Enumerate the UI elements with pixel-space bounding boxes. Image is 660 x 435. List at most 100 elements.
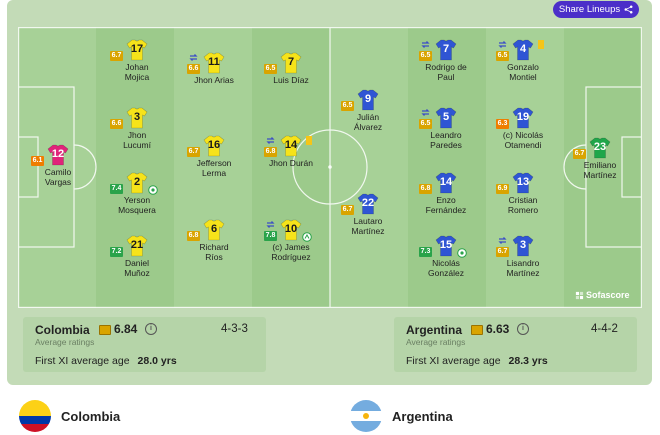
player-name-line: Ríos [205,251,223,262]
shirt-number: 9 [364,93,372,105]
substitution-icon [266,221,275,228]
home-rating-caption: Average ratings [35,337,95,347]
shirt-number: 13 [516,176,530,188]
player-name-line: Martínez [583,169,617,180]
substitution-icon [498,41,507,48]
player-name-line: Mosquera [118,204,156,215]
share-lineups-button[interactable]: Share Lineups [553,1,639,18]
player-name-line: Julián [356,112,380,122]
shirt-number: 21 [130,239,144,251]
jersey-icon [280,135,302,157]
player-rating: 6.7 [573,149,586,159]
away-team-link[interactable]: Argentina [350,400,453,432]
argentina-flag-icon [350,400,382,432]
jersey-icon [203,52,225,74]
player-name-line: Gonzalo [507,62,539,72]
shirt-number: 3 [519,239,527,251]
player-rating: 6.9 [496,184,509,194]
player-rating: 6.3 [496,119,509,129]
player-name-line: Rodríguez [271,251,311,262]
jersey-icon [435,235,457,257]
player-name-line: Johan [125,62,149,72]
shirt-number: 6 [210,223,218,235]
home-formation: 4-3-3 [221,323,248,335]
player-name-line: Romero [507,204,539,215]
player-name-line: Jhon Arias [194,75,234,85]
player-rating: 6.7 [110,51,123,61]
away-age-value: 28.3 yrs [508,355,548,367]
info-icon[interactable]: i [145,323,157,335]
jersey-icon [435,107,457,129]
jersey-icon [126,107,148,129]
player-rating: 6.5 [264,64,277,74]
colombia-flag-icon [19,400,51,432]
shirt-number: 14 [439,176,453,188]
player-name-line: Cristian [508,195,538,205]
goal-icon [457,248,467,258]
player-rating: 6.1 [31,156,44,166]
jersey-icon [512,235,534,257]
shirt-number: 7 [287,56,295,68]
player-name-line: Paul [437,71,455,82]
player-name: Jhon Arias [174,75,254,86]
away-team-stats: Argentina 6.63 i Average ratings 4-4-2 F… [394,317,637,372]
player-name-line: Lisandro [506,258,540,268]
assist-icon [302,232,312,242]
away-team-name: Argentina [406,323,463,337]
goal-icon [148,185,158,195]
shirt-number: 23 [593,141,607,153]
home-age-value: 28.0 yrs [137,355,177,367]
jersey-icon [357,89,379,111]
substitution-icon [189,54,198,61]
jersey-icon [203,135,225,157]
share-icon [624,5,633,14]
share-lineups-label: Share Lineups [558,4,621,15]
player-name-line: Montiel [509,71,537,82]
jersey-icon [126,39,148,61]
player-rating: 6.8 [419,184,432,194]
home-team-link[interactable]: Colombia [19,400,120,432]
away-rating-caption: Average ratings [406,337,466,347]
pitch-markings [18,27,642,308]
shirt-number: 11 [208,56,220,68]
away-team-title: Argentina [392,408,453,424]
info-icon[interactable]: i [517,323,529,335]
substitution-icon [421,41,430,48]
shirt-number: 17 [130,43,144,55]
sofascore-logo-icon [575,291,584,299]
player-name-line: Fernández [425,204,467,215]
yellow-card-icon [306,136,312,145]
player-name-line: Martínez [506,267,540,278]
player-rating: 6.7 [187,147,200,157]
